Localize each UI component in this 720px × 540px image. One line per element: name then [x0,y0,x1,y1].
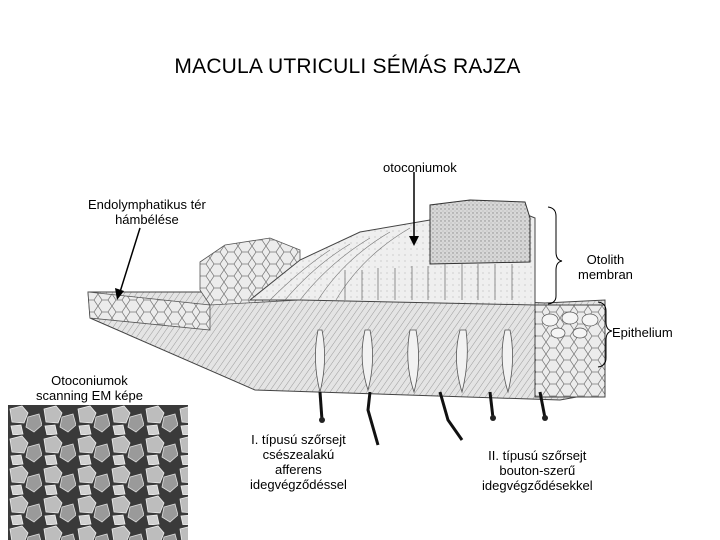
otoconia-sem-image [8,405,188,540]
label-epithelium: Epithelium [612,325,673,340]
label-otoconium: otoconiumok [383,160,457,175]
